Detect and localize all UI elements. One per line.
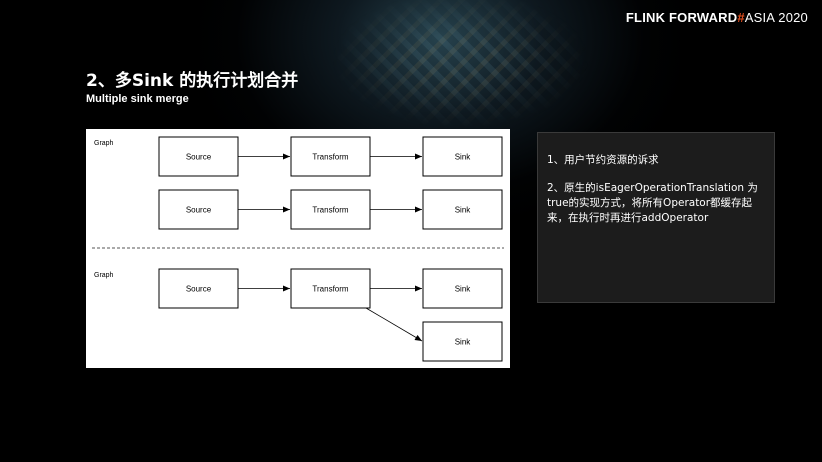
brand-part1: FLINK FORWARD bbox=[625, 10, 738, 25]
top-row1-transform-label: Transform bbox=[312, 153, 348, 162]
top-row1-source-node bbox=[158, 136, 239, 177]
bottom-graph-label: Graph bbox=[94, 272, 114, 279]
top-row2-source-label: Source bbox=[186, 206, 212, 215]
top-row2-sink-node bbox=[422, 189, 503, 230]
bottom-graph: Source Transform Sink Sink bbox=[158, 268, 503, 362]
bottom-source-node bbox=[158, 268, 239, 309]
bottom-transform-label: Transform bbox=[312, 285, 348, 294]
slide-subtitle: Multiple sink merge bbox=[86, 93, 189, 105]
top-row1-sink-label: Sink bbox=[455, 153, 472, 162]
bottom-source-label: Source bbox=[186, 285, 212, 294]
top-row2-transform-label: Transform bbox=[312, 206, 348, 215]
bottom-sink-node-1 bbox=[422, 268, 503, 309]
notes-panel: 1、用户节约资源的诉求 2、原生的isEagerOperationTransla… bbox=[537, 132, 775, 303]
bottom-sink-label-1: Sink bbox=[455, 285, 472, 294]
slide-title: 2、多Sink 的执行计划合并 bbox=[86, 71, 299, 91]
bottom-sink-label-2: Sink bbox=[455, 338, 472, 347]
top-row1-source-label: Source bbox=[186, 153, 212, 162]
brand-logo: FLINK FORWARD#ASIA 2020 bbox=[626, 10, 808, 25]
top-graph-label: Graph bbox=[94, 140, 114, 147]
bottom-arrow-transform-sink2 bbox=[365, 307, 423, 342]
top-row1-transform-node bbox=[290, 136, 371, 177]
diagram-svg: Graph Source Transform Sink Source Trans… bbox=[92, 136, 504, 362]
top-row1-sink-node bbox=[422, 136, 503, 177]
execution-plan-diagram: Graph Source Transform Sink Source Trans… bbox=[86, 129, 510, 368]
bottom-transform-node bbox=[290, 268, 371, 309]
bottom-sink-node-2 bbox=[422, 321, 503, 362]
note-item-1: 1、用户节约资源的诉求 bbox=[547, 154, 659, 166]
brand-hash: # bbox=[737, 10, 745, 25]
background-texture bbox=[330, 0, 590, 130]
top-row1: Source Transform Sink bbox=[158, 136, 503, 177]
note-item-2: 2、原生的isEagerOperationTranslation 为true的实… bbox=[547, 182, 758, 224]
top-row2-sink-label: Sink bbox=[455, 206, 472, 215]
top-row2: Source Transform Sink bbox=[158, 189, 503, 230]
brand-part2: ASIA 2020 bbox=[744, 10, 808, 25]
top-row2-transform-node bbox=[290, 189, 371, 230]
